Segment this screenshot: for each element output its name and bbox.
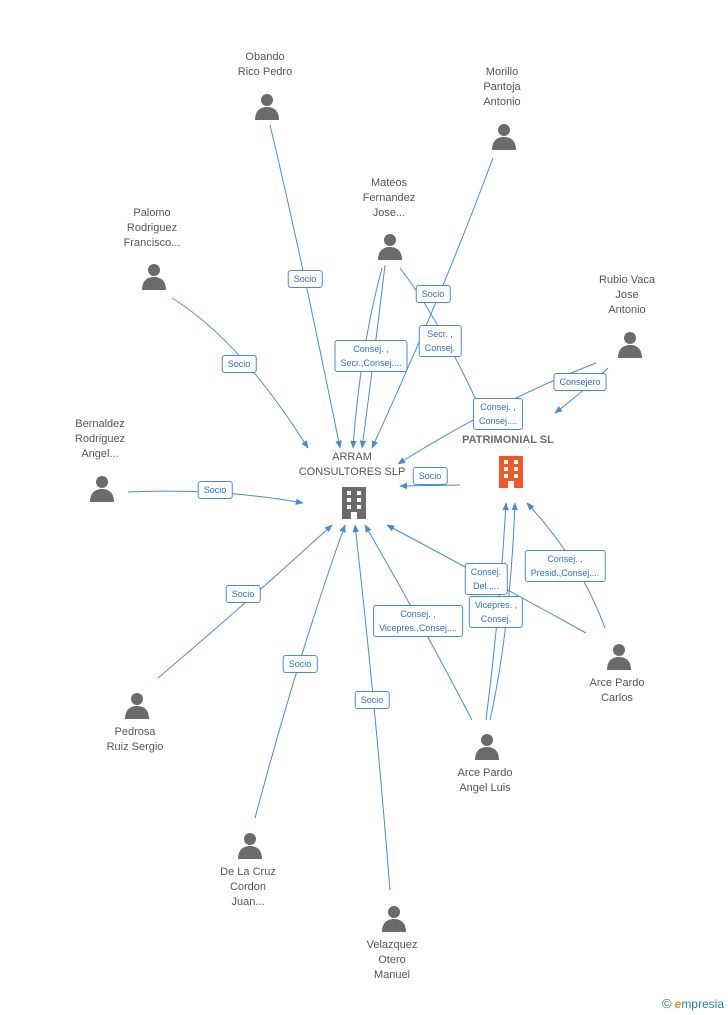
person-icon bbox=[378, 234, 402, 260]
person-label: Arce Pardo Angel Luis bbox=[457, 767, 513, 794]
person-icon bbox=[255, 94, 279, 120]
person-label: Morillo Pantoja Antonio bbox=[483, 66, 521, 108]
person-icon bbox=[142, 264, 166, 290]
edge-label-consej-vicepres[interactable]: Consej. , Vicepres.,Consej.... bbox=[373, 605, 463, 637]
edge-label-consej-presid[interactable]: Consej. , Presid.,Consej.... bbox=[524, 550, 606, 582]
person-icon bbox=[125, 693, 149, 719]
person-label: Velazquez Otero Manuel bbox=[366, 939, 418, 981]
person-label: Bernaldez Rodriguez Angel... bbox=[74, 418, 126, 460]
edge-label-consej-del[interactable]: Consej. Del.,... bbox=[464, 563, 508, 595]
edge-label-consejero[interactable]: Consejero bbox=[553, 373, 607, 391]
person-label: De La Cruz Cordon Juan... bbox=[220, 866, 276, 908]
person-icon bbox=[618, 332, 642, 358]
edge-label-socio[interactable]: Socio bbox=[354, 691, 390, 709]
person-label: Pedrosa Ruiz Sergio bbox=[106, 726, 164, 753]
edge-label-consej-consej[interactable]: Consej. , Consej.... bbox=[472, 398, 524, 430]
person-icon bbox=[238, 833, 262, 859]
edge-label-socio[interactable]: Socio bbox=[412, 467, 448, 485]
edge-label-socio[interactable]: Socio bbox=[282, 655, 318, 673]
edge-label-socio[interactable]: Socio bbox=[197, 481, 233, 499]
edge-label-vicepres-consej[interactable]: Vicepres. , Consej. bbox=[468, 596, 524, 628]
person-icon bbox=[475, 734, 499, 760]
edge-label-socio[interactable]: Socio bbox=[415, 285, 451, 303]
copyright-icon: © bbox=[662, 996, 672, 1011]
edge-palomo-arram bbox=[171, 297, 309, 449]
person-label: Mateos Fernandez Jose... bbox=[362, 177, 416, 219]
edge-patrimonial-arram bbox=[399, 482, 461, 490]
person-icon bbox=[382, 906, 406, 932]
edge-label-consej-secr[interactable]: Consej. , Secr.,Consej.... bbox=[334, 340, 408, 372]
person-label: Rubio Vaca Jose Antonio bbox=[598, 274, 656, 316]
edge-label-socio[interactable]: Socio bbox=[225, 585, 261, 603]
company-label: PATRIMONIAL SL bbox=[462, 434, 554, 446]
edge-label-secr-consej[interactable]: Secr. , Consej. bbox=[418, 325, 462, 357]
edge-label-socio[interactable]: Socio bbox=[287, 270, 323, 288]
person-label: Palomo Rodriguez Francisco... bbox=[123, 207, 181, 249]
edge-label-socio[interactable]: Socio bbox=[221, 355, 257, 373]
building-icon bbox=[342, 487, 366, 519]
brand-logo-e: e bbox=[674, 997, 682, 1011]
brand-footer: ©empresia bbox=[662, 996, 724, 1011]
person-label: Obando Rico Pedro bbox=[237, 51, 293, 78]
brand-name: mpresia bbox=[681, 997, 724, 1011]
building-icon bbox=[499, 456, 523, 488]
person-icon bbox=[607, 644, 631, 670]
person-icon bbox=[90, 476, 114, 502]
person-icon bbox=[492, 124, 516, 150]
edge-obando-arram bbox=[269, 124, 342, 449]
company-label: ARRAM CONSULTORES SLP bbox=[298, 451, 406, 478]
person-label: Arce Pardo Carlos bbox=[589, 677, 645, 704]
